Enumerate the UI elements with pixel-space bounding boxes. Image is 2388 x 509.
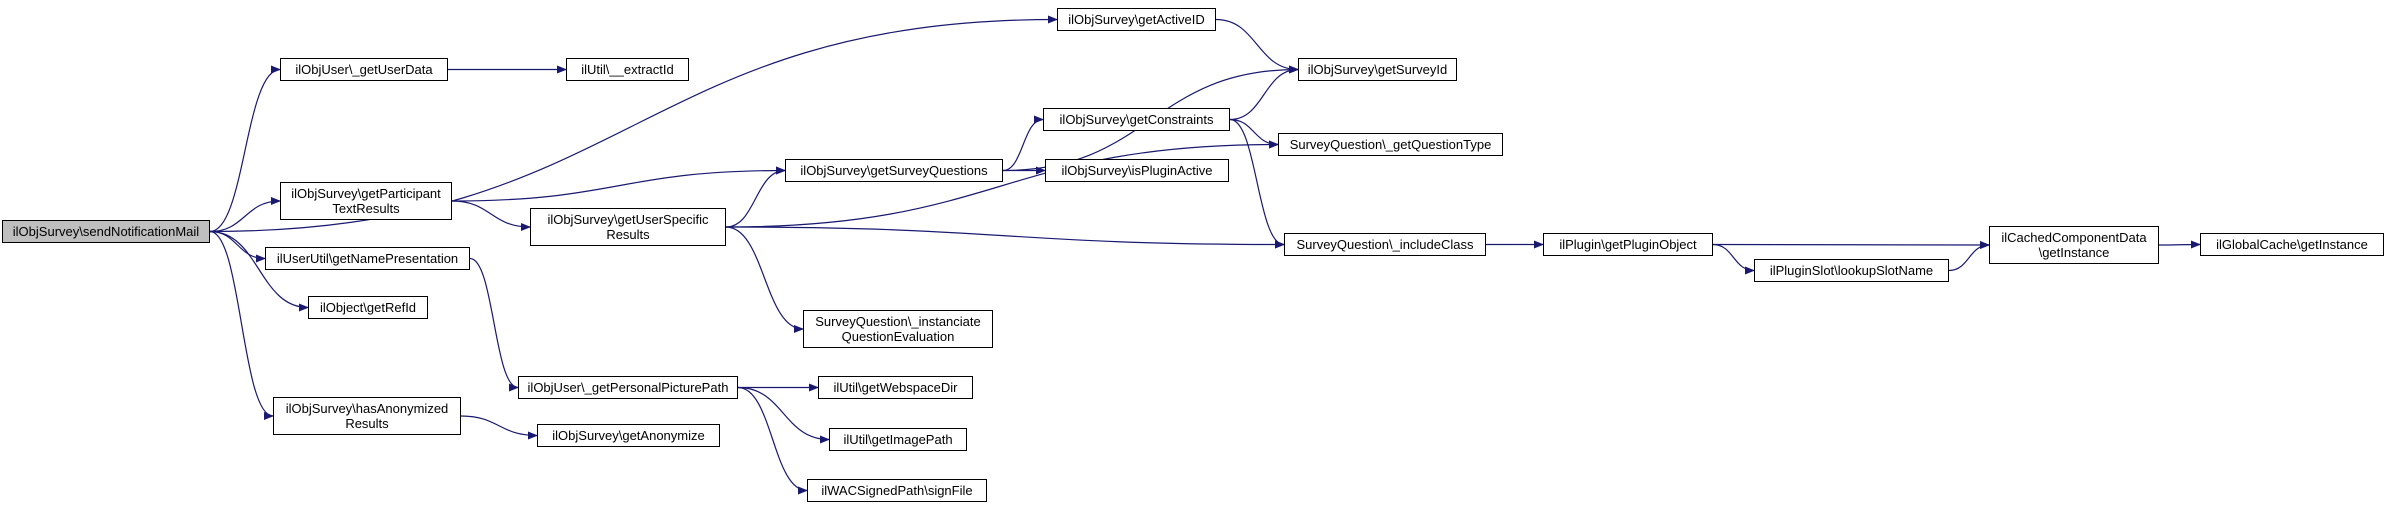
edge-getSurveyQuestions-to-getConstraints [1002, 115, 1044, 172]
edge-getPluginObject-to-lookupSlotName [1712, 243, 1755, 275]
node-getuserspecificresults[interactable]: ilObjSurvey\getUserSpecific Results [530, 208, 726, 246]
node-getrefid[interactable]: ilObject\getRefId [308, 296, 428, 319]
node-ispluginactive[interactable]: ilObjSurvey\isPluginActive [1045, 159, 1229, 182]
node-lookupslotname[interactable]: ilPluginSlot\lookupSlotName [1754, 259, 1949, 282]
edge-getPersonalPicturePath-to-getImagePath [737, 386, 830, 444]
edge-hasAnonymizedResults-to-getAnonymize [460, 415, 538, 440]
edge-root-to-getRefId [209, 230, 309, 312]
node-getsurveyquestions[interactable]: ilObjSurvey\getSurveyQuestions [785, 159, 1003, 182]
edge-getActiveID-to-getSurveyId [1215, 18, 1299, 74]
edge-getParticipantTextResults-to-getUserSpecificResults [451, 200, 531, 231]
node-getwebspacedir[interactable]: ilUtil\getWebspaceDir [818, 376, 973, 399]
node-extractid[interactable]: ilUtil\__extractId [566, 58, 689, 81]
edge-root-to-getUserData [209, 65, 281, 233]
node-sendnotificationmail: ilObjSurvey\sendNotificationMail [2, 220, 210, 243]
edge-root-to-hasAnonymizedResults [209, 230, 274, 420]
edge-getParticipantTextResults-to-getSurveyQuestions [451, 166, 786, 202]
node-getquestiontype[interactable]: SurveyQuestion\_getQuestionType [1278, 133, 1503, 156]
node-getpluginobject[interactable]: ilPlugin\getPluginObject [1543, 233, 1713, 256]
edge-getConstraints-to-getSurveyId [1229, 65, 1299, 121]
edge-getUserSpecificResults-to-instanciateQuestionEvaluation [725, 226, 804, 333]
edge-getConstraints-to-includeClass [1229, 118, 1285, 249]
edge-getPluginObject-to-cachedGetInstance [1712, 240, 1990, 249]
edge-getNamePresentation-to-getPersonalPicturePath [469, 257, 519, 392]
edge-getUserSpecificResults-to-getSurveyQuestions [725, 166, 786, 228]
node-signfile[interactable]: ilWACSignedPath\signFile [807, 479, 987, 502]
edge-lookupSlotName-to-cachedGetInstance [1948, 241, 1990, 272]
edge-cachedGetInstance-to-globalCacheGetInstance [2158, 240, 2201, 249]
node-getconstraints[interactable]: ilObjSurvey\getConstraints [1043, 108, 1230, 131]
node-getimagepath[interactable]: ilUtil\getImagePath [829, 428, 967, 451]
edge-getUserSpecificResults-to-getQuestionType [725, 140, 1279, 228]
node-includeclass[interactable]: SurveyQuestion\_includeClass [1284, 233, 1486, 256]
node-getpersonalpicturepath[interactable]: ilObjUser\_getPersonalPicturePath [518, 376, 738, 399]
node-getsurveyid[interactable]: ilObjSurvey\getSurveyId [1298, 58, 1457, 81]
node-getnamepresentation[interactable]: ilUserUtil\getNamePresentation [265, 247, 470, 270]
node-hasanonymizedresults[interactable]: ilObjSurvey\hasAnonymized Results [273, 397, 461, 435]
edge-getUserSpecificResults-to-includeClass [725, 226, 1285, 249]
edge-root-to-getParticipantTextResults [209, 197, 281, 233]
edge-getPersonalPicturePath-to-signFile [737, 386, 808, 495]
node-globalcache-getinstance[interactable]: ilGlobalCache\getInstance [2200, 233, 2384, 256]
node-cachedcomponentdata-getinstance[interactable]: ilCachedComponentData \getInstance [1989, 226, 2159, 264]
node-getanonymize[interactable]: ilObjSurvey\getAnonymize [537, 424, 720, 447]
node-getparticipanttextresults[interactable]: ilObjSurvey\getParticipant TextResults [280, 182, 452, 220]
node-instanciatequestionevaluation[interactable]: SurveyQuestion\_instanciate QuestionEval… [803, 310, 993, 348]
node-getactiveid[interactable]: ilObjSurvey\getActiveID [1057, 8, 1216, 31]
node-getuserdata[interactable]: ilObjUser\_getUserData [280, 58, 448, 81]
